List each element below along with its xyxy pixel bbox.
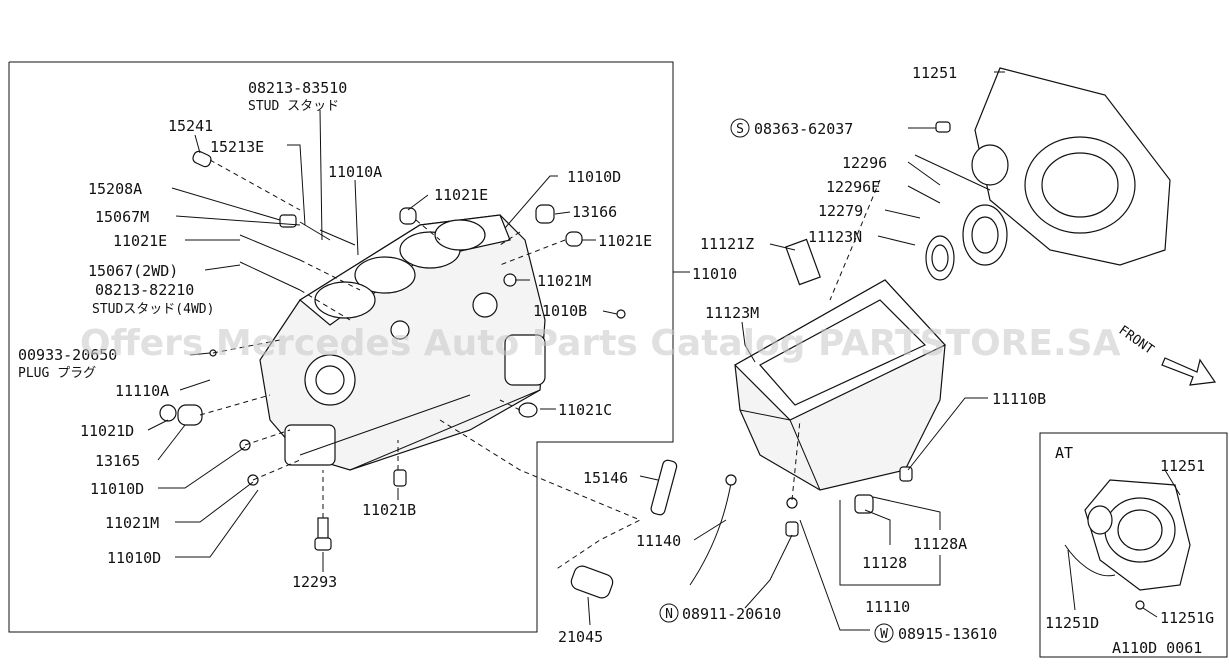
label-11110B: 11110B [992,390,1046,408]
label-15213E: 15213E [210,138,264,156]
label-08911-20610: 08911-20610 [682,605,781,623]
label-11021B: 11021B [362,501,416,519]
label-11010D-c: 11010D [107,549,161,567]
label-11123N: 11123N [808,228,862,246]
label-11010: 11010 [692,265,737,283]
n-circle-letter: N [665,607,673,622]
label-11010A: 11010A [328,163,382,181]
label-11140: 11140 [636,532,681,550]
label-11021E-c: 11021E [598,232,652,250]
label-13165: 13165 [95,452,140,470]
label-11021E-a: 11021E [434,186,488,204]
n-circle-icon [659,603,679,623]
label-11010B: 11010B [533,302,587,320]
s-circle-icon [730,118,750,138]
label-at: AT [1055,444,1073,462]
label-11021M-a: 11021M [537,272,591,290]
at-inset-frame [1039,432,1228,658]
w-circle-icon [874,623,894,643]
dashed-lines [199,159,881,571]
cylinder-block-frame [8,61,674,633]
label-15067-2wd: 15067(2WD) [88,262,178,280]
label-08213-83510: 08213-83510 [248,79,347,97]
label-11021C: 11021C [558,401,612,419]
label-11251-at: 11251 [1160,457,1205,475]
w-circle-letter: W [880,627,888,642]
label-11021E-b: 11021E [113,232,167,250]
label-11021D: 11021D [80,422,134,440]
circled-symbols: S N W [659,118,894,643]
label-11128: 11128 [862,554,907,572]
label-15067M: 15067M [95,208,149,226]
label-diagram-code: A110D 0061 [1112,639,1202,657]
label-15208A: 15208A [88,180,142,198]
label-11251G: 11251G [1160,609,1214,627]
label-12296: 12296 [842,154,887,172]
label-stud-2: STUDスタッド(4WD) [92,302,214,317]
frames [8,61,1228,658]
label-front: FRONT [1116,323,1157,358]
rear-plate [914,67,1171,281]
label-stud-1: STUD スタッド [248,99,339,114]
label-15241: 15241 [168,117,213,135]
part-labels: 08213-83510 STUD スタッド 15241 15213E 11010… [18,64,1214,657]
label-11121Z: 11121Z [700,235,754,253]
label-plug: PLUG プラグ [18,366,96,381]
label-12296E: 12296E [826,178,880,196]
label-11251D: 11251D [1045,614,1099,632]
label-11128A: 11128A [913,535,967,553]
label-00933-20650: 00933-20650 [18,346,117,364]
label-11010D-a: 11010D [567,168,621,186]
at-inset [1064,479,1191,610]
oil-pan [734,238,946,537]
label-11021M-b: 11021M [105,514,159,532]
leader-lines [147,71,1181,631]
label-21045: 21045 [558,628,603,646]
front-arrow [1161,357,1217,386]
label-08213-82210: 08213-82210 [95,281,194,299]
label-11110: 11110 [865,598,910,616]
label-11123M: 11123M [705,304,759,322]
watermark-text: Offers Mercedes Auto Parts Catalog PARTS… [80,323,1121,364]
label-13166: 13166 [572,203,617,221]
label-11251: 11251 [912,64,957,82]
label-12293: 12293 [292,573,337,591]
label-08363-62037: 08363-62037 [754,120,853,138]
label-12279: 12279 [818,202,863,220]
small-parts-left [159,150,626,551]
label-11110A: 11110A [115,382,169,400]
s-circle-letter: S [736,122,744,137]
label-11010D-b: 11010D [90,480,144,498]
cylinder-block [259,214,546,471]
label-15146: 15146 [583,469,628,487]
label-08915-13610: 08915-13610 [898,625,997,643]
